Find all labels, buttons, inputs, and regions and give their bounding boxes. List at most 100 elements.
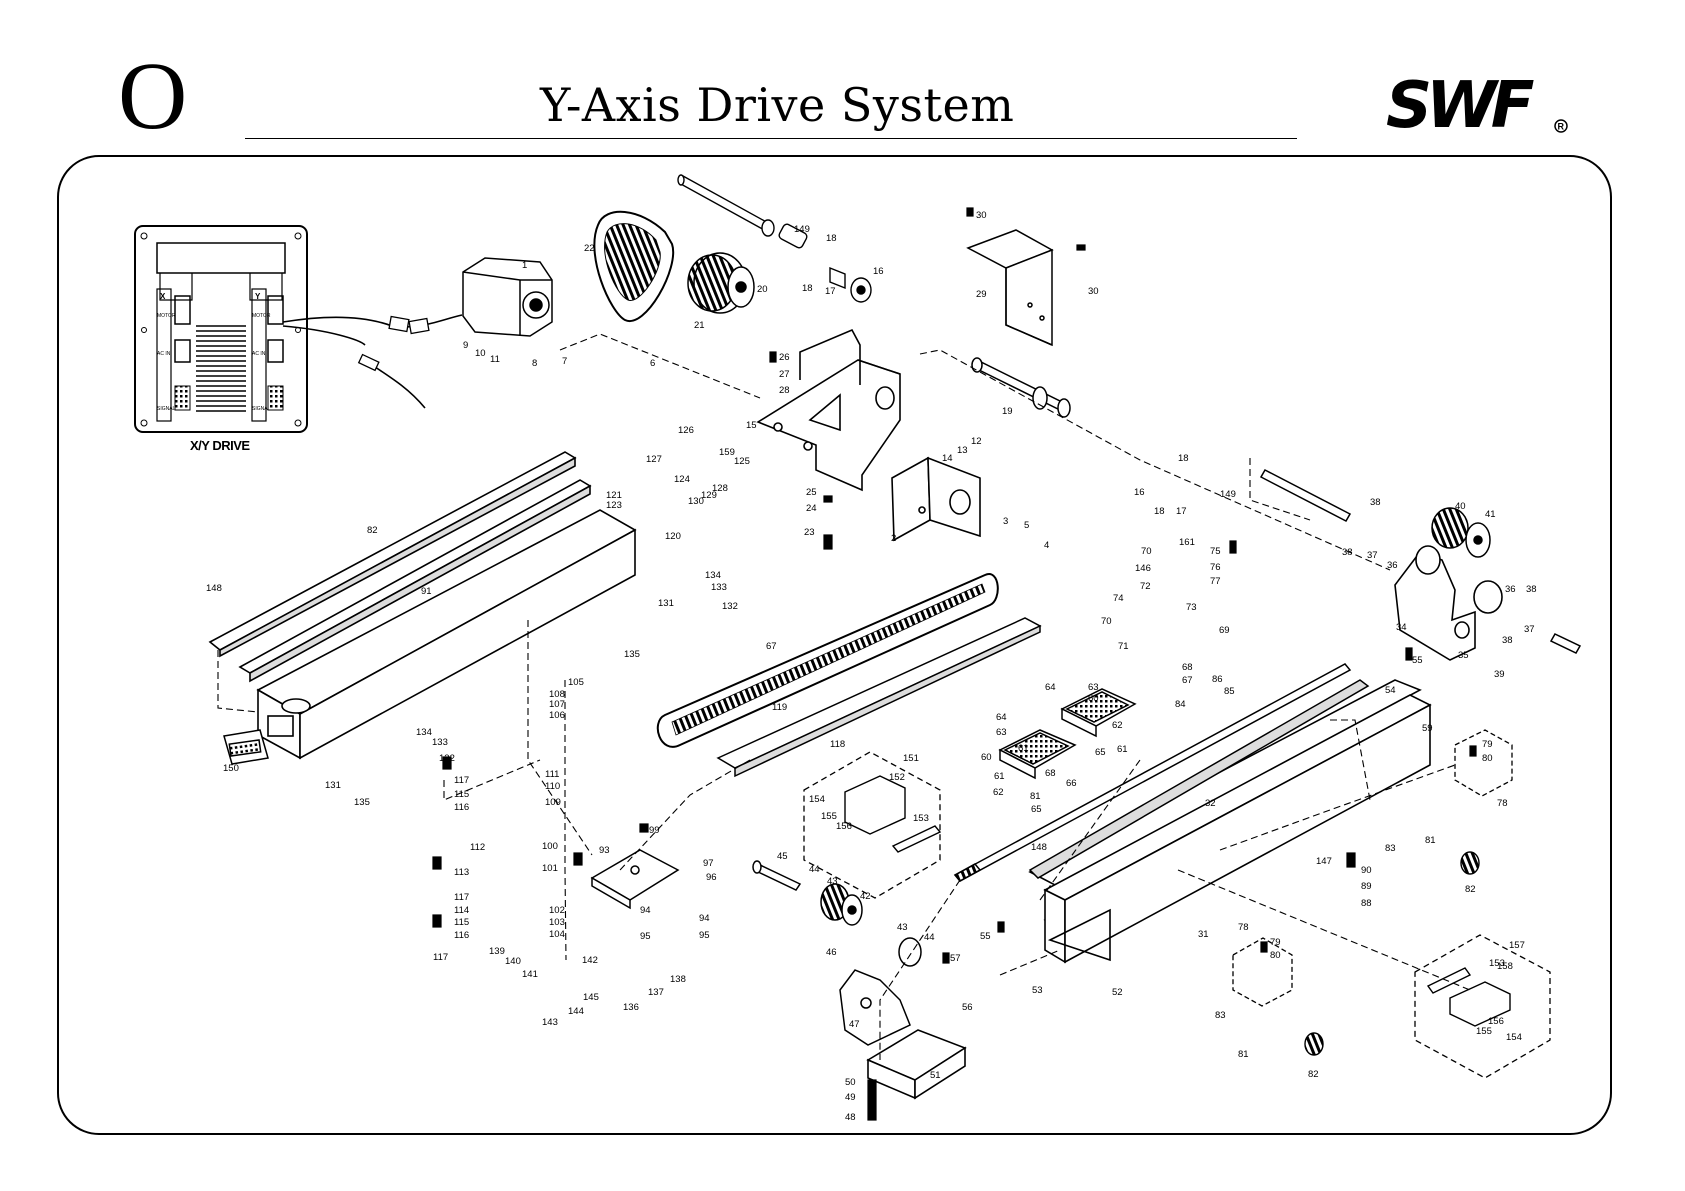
part-label: 16 bbox=[873, 266, 884, 277]
part-label: 116 bbox=[454, 802, 469, 813]
part-label: 62 bbox=[1112, 720, 1123, 731]
part-label: 104 bbox=[549, 929, 565, 940]
part-label: 142 bbox=[582, 955, 598, 966]
part-label: 82 bbox=[1465, 884, 1476, 895]
part-label: 17 bbox=[825, 286, 836, 297]
part-label: 89 bbox=[1361, 881, 1372, 892]
main-beam bbox=[256, 509, 637, 760]
part-label: 55 bbox=[1412, 655, 1423, 666]
part-label: 123 bbox=[606, 500, 622, 511]
part-label: 25 bbox=[806, 487, 817, 498]
part-label: 131 bbox=[325, 780, 341, 791]
part-label: 147 bbox=[1316, 856, 1332, 867]
part-label: 100 bbox=[542, 841, 558, 852]
part-label: 91 bbox=[421, 586, 432, 597]
part-label: 4 bbox=[1044, 540, 1049, 551]
part-label: 26 bbox=[779, 352, 790, 363]
part-label: 135 bbox=[354, 797, 370, 808]
part-label: 38 bbox=[1370, 497, 1381, 508]
part-label: 67 bbox=[1182, 675, 1193, 686]
part-label: 32 bbox=[1205, 798, 1216, 809]
servo-motor bbox=[462, 257, 553, 337]
part-label: 112 bbox=[470, 842, 485, 853]
part-label: 95 bbox=[640, 931, 651, 942]
part-label: 27 bbox=[779, 369, 790, 380]
part-label: 30 bbox=[1088, 286, 1099, 297]
pulley-40 bbox=[1431, 507, 1491, 558]
part-label: 117 bbox=[454, 892, 469, 903]
part-label: 146 bbox=[1135, 563, 1151, 574]
part-label: 155 bbox=[1476, 1026, 1492, 1037]
part-label: 22 bbox=[584, 243, 595, 254]
slot-acin-label-y: AC IN bbox=[252, 351, 266, 357]
slot-signal-label-x: SIGNAL bbox=[157, 406, 176, 412]
part-label: 64 bbox=[1045, 682, 1056, 693]
swf-logo: SWF R bbox=[1386, 70, 1568, 140]
part-label: 11 bbox=[490, 354, 500, 365]
part-label: 37 bbox=[1524, 624, 1535, 635]
part-label: 119 bbox=[772, 702, 787, 713]
part-label: 129 bbox=[701, 490, 717, 501]
part-label: 68 bbox=[1045, 768, 1056, 779]
part-label: 94 bbox=[640, 905, 651, 916]
controller-y-label: Y bbox=[255, 292, 261, 301]
part-label: 130 bbox=[688, 496, 704, 507]
part-label: 55 bbox=[980, 931, 991, 942]
title-underline bbox=[245, 138, 1297, 139]
part-label: 38 bbox=[1502, 635, 1513, 646]
plate-118 bbox=[716, 617, 1042, 778]
part-label: 21 bbox=[694, 320, 705, 331]
timing-belt-22 bbox=[593, 210, 675, 323]
part-label: 18 bbox=[1178, 453, 1189, 464]
part-label: 81 bbox=[1030, 791, 1041, 802]
part-label: 148 bbox=[1031, 842, 1047, 853]
part-label: 61 bbox=[994, 771, 1005, 782]
part-label: 60 bbox=[981, 752, 992, 763]
part-label: 152 bbox=[889, 772, 905, 783]
part-label: 117 bbox=[454, 775, 469, 786]
part-label: 154 bbox=[809, 794, 825, 805]
part-label: 30 bbox=[976, 210, 987, 221]
slot-motor-label-y: MOTOR bbox=[252, 313, 271, 319]
part-label: 85 bbox=[1224, 686, 1235, 697]
part-label: 115 bbox=[454, 917, 469, 928]
part-label: 126 bbox=[678, 425, 694, 436]
clamp-60 bbox=[998, 729, 1077, 780]
part-label: 109 bbox=[545, 797, 561, 808]
part-label: 81 bbox=[1425, 835, 1436, 846]
part-label: 145 bbox=[583, 992, 599, 1003]
part-label: 156 bbox=[1488, 1016, 1504, 1027]
part-number-labels: 1 22 20 21 149 18 18 17 16 30 29 30 9 10… bbox=[206, 210, 1537, 1123]
part-label: 36 bbox=[1387, 560, 1398, 571]
part-label: 38 bbox=[1526, 584, 1537, 595]
part-label: 95 bbox=[699, 930, 710, 941]
part-label: 149 bbox=[794, 224, 810, 235]
group-157 bbox=[1414, 934, 1551, 1079]
part-label: 82 bbox=[1308, 1069, 1319, 1080]
part-label: 144 bbox=[568, 1006, 584, 1017]
part-label: 111 bbox=[545, 769, 559, 780]
part-label: 97 bbox=[703, 858, 714, 869]
part-label: 153 bbox=[1489, 958, 1505, 969]
part-label: 124 bbox=[674, 474, 690, 485]
part-label: 31 bbox=[1198, 929, 1209, 940]
part-label: 81 bbox=[1238, 1049, 1249, 1060]
part-label: 18 bbox=[1154, 506, 1165, 517]
part-label: 67 bbox=[766, 641, 777, 652]
part-label: 77 bbox=[1210, 576, 1221, 587]
main-bracket-15 bbox=[756, 328, 901, 492]
part-label: 99 bbox=[649, 825, 660, 836]
part-label: 36 bbox=[1505, 584, 1516, 595]
slot-motor-label-x: MOTOR bbox=[157, 313, 176, 319]
part-label: 50 bbox=[845, 1077, 856, 1088]
part-label: 134 bbox=[416, 727, 432, 738]
part-label: 105 bbox=[568, 677, 584, 688]
part-label: 29 bbox=[976, 289, 987, 300]
part-label: 153 bbox=[913, 813, 929, 824]
part-label: 18 bbox=[802, 283, 813, 294]
part-label: 63 bbox=[996, 727, 1007, 738]
part-label: 135 bbox=[624, 649, 640, 660]
slot-signal-label-y: SIGNAL bbox=[252, 406, 271, 412]
part-label: 16 bbox=[1134, 487, 1145, 498]
